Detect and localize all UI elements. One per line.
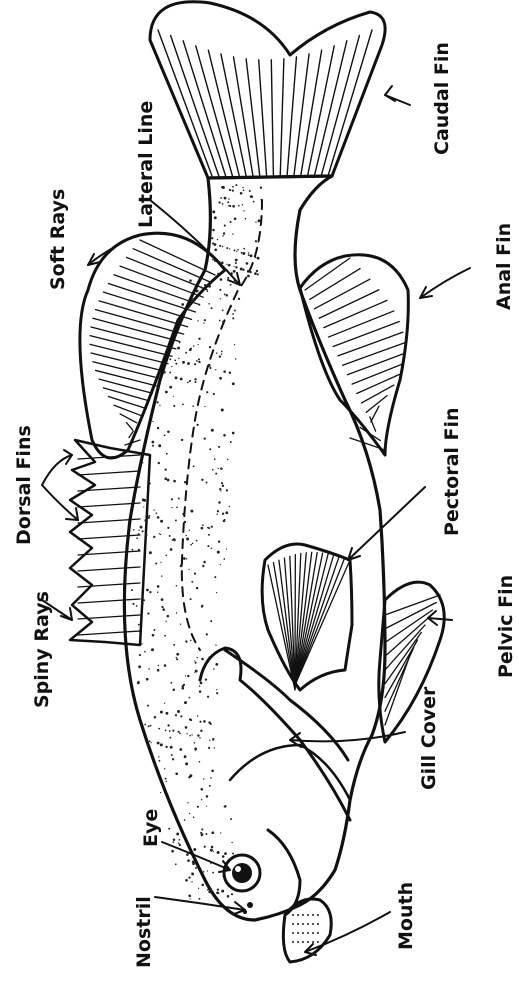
label-pelvic-fin: Pelvic Fin [495,575,517,678]
label-dorsal-fins: Dorsal Fins [13,425,35,545]
eye-pupil [232,863,252,883]
caudal-fin [150,2,385,178]
fish-body [124,176,385,920]
label-lateral-line: Lateral Line [135,101,157,228]
label-gill-cover: Gill Cover [418,686,440,790]
label-pectoral-fin: Pectoral Fin [441,407,463,536]
nostril [247,902,253,908]
label-spiny-rays: Spiny Rays [31,591,53,708]
anal-fin [300,255,408,455]
label-anal-fin: Anal Fin [493,223,515,310]
leader-lines [42,86,470,955]
labels: Caudal Fin Lateral Line Soft Rays Anal F… [13,42,517,968]
label-nostril: Nostril [133,896,155,968]
soft-dorsal-fin [80,233,225,458]
label-soft-rays: Soft Rays [47,189,69,290]
pectoral-fin [262,544,352,690]
label-eye: Eye [140,809,162,847]
label-mouth: Mouth [395,882,417,950]
label-caudal-fin: Caudal Fin [431,42,453,155]
